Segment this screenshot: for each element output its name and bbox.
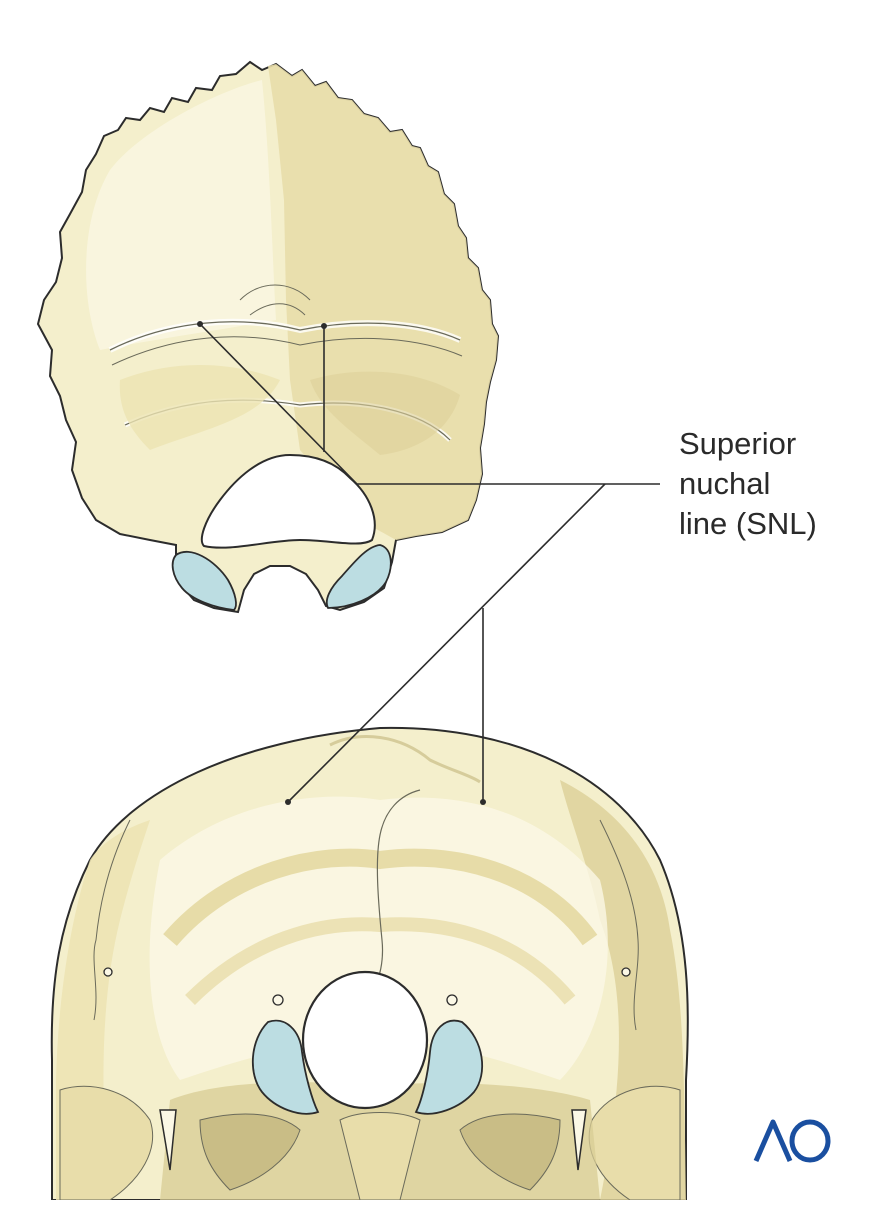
annotation-line-1: Superior [679, 426, 797, 461]
leader-dot [285, 799, 291, 805]
leader-dots [197, 321, 486, 805]
leader-dot [197, 321, 203, 327]
skull-posterior [50, 726, 689, 1201]
leader-line-bottom-left [287, 483, 606, 803]
annotation-label: Superior nuchal line (SNL) [679, 424, 817, 544]
leader-dot [480, 799, 486, 805]
condyle-left-bottom [251, 1019, 320, 1115]
condyle-right-top [325, 544, 392, 609]
leader-line-top-left [199, 323, 605, 485]
annotation-line-2: nuchal [679, 466, 771, 501]
ao-logo: AO [753, 1119, 831, 1163]
annotation-line-3: line (SNL) [679, 506, 817, 541]
foramen-magnum-bottom [301, 970, 429, 1110]
leader-lines [199, 323, 660, 803]
condyle-right-bottom [414, 1019, 484, 1115]
condyle-left-top [171, 550, 237, 611]
occipital-bone [36, 60, 500, 614]
leader-dot [321, 323, 327, 329]
